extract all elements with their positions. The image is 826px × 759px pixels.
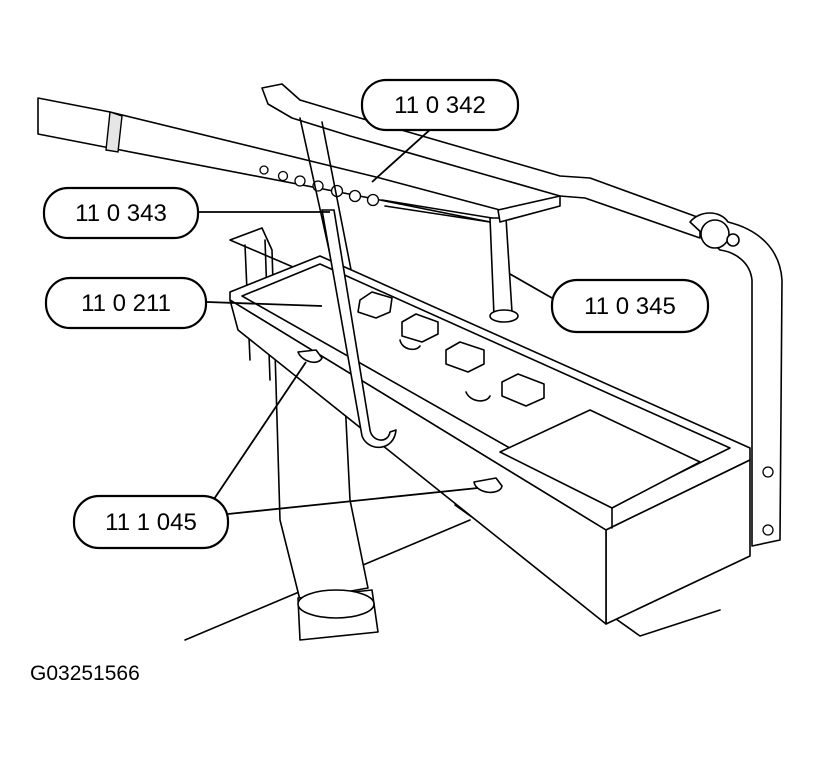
callout-label: 11 0 345 xyxy=(584,293,676,320)
callout-label: 11 0 211 xyxy=(81,290,171,317)
tray xyxy=(229,255,751,625)
callout-label: 11 1 045 xyxy=(105,509,197,536)
callout-11-0-342: 11 0 342 xyxy=(360,78,520,132)
leader-11-0-345 xyxy=(509,273,553,299)
leader-11-1-045-b xyxy=(227,487,479,515)
hook-rod xyxy=(321,209,397,449)
grommets xyxy=(297,349,503,494)
lifting-bar xyxy=(37,97,506,226)
callout-11-1-045: 11 1 045 xyxy=(72,494,230,550)
figure-id: G03251566 xyxy=(30,662,140,685)
callout-label: 11 0 342 xyxy=(394,92,486,119)
callout-11-0-211: 11 0 211 xyxy=(44,276,208,330)
support-pin xyxy=(489,195,561,323)
callout-label: 11 0 343 xyxy=(75,200,167,227)
leader-11-1-045-a xyxy=(207,361,307,509)
leader-11-0-211 xyxy=(206,301,323,307)
callout-11-0-343: 11 0 343 xyxy=(42,186,200,240)
leader-lines xyxy=(198,117,553,515)
hinge-bracket xyxy=(689,212,783,547)
callout-11-0-345: 11 0 345 xyxy=(550,278,710,334)
